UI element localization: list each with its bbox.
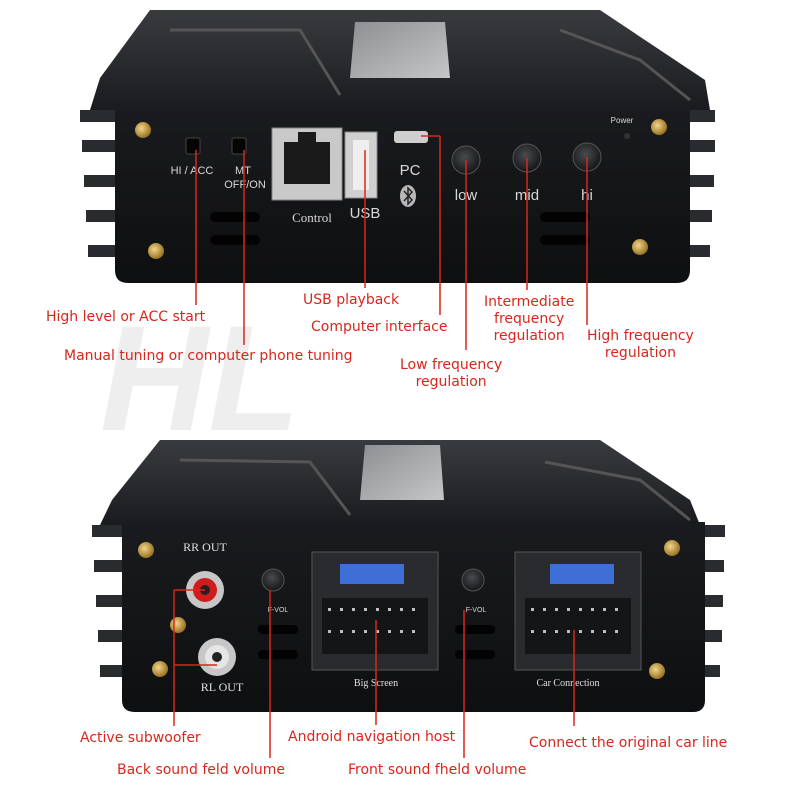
top-amplifier-unit: HI / ACC MT OFF/ON Control USB PC low mi… [80, 10, 715, 283]
active-subwoofer-label: Active subwoofer [80, 730, 201, 746]
computer-interface-label: Computer interface [311, 319, 448, 335]
vent-slot [540, 235, 590, 245]
right-heatsink-fins [700, 525, 725, 677]
back-fvol-label: F-VOL [268, 607, 289, 614]
watermark-logo: HL [100, 294, 300, 462]
vent-slot [258, 650, 298, 659]
back-fvol-knob[interactable] [261, 568, 285, 592]
high-freq-label: High frequency regulation [587, 328, 694, 361]
back-sound-label: Back sound feld volume [117, 762, 286, 778]
low-freq-label: Low frequency regulation [400, 357, 503, 390]
fuse [550, 564, 614, 584]
vent-slot [540, 212, 590, 222]
intermediate-freq-label: Intermediate frequency regulation [484, 294, 575, 344]
front-sound-label: Front sound fheld volume [348, 762, 527, 778]
screw [148, 243, 164, 259]
power-led [624, 133, 630, 139]
left-heatsink-fins [80, 110, 120, 257]
right-heatsink-fins [690, 110, 715, 257]
mt-label: MT [235, 165, 251, 177]
rl-out-label: RL OUT [201, 680, 244, 694]
vent-slot [258, 625, 298, 634]
pc-port[interactable] [394, 131, 428, 143]
vent-slot [210, 235, 260, 245]
screw [651, 119, 667, 135]
original-car-line-label: Connect the original car line [529, 735, 728, 751]
connector-pins [328, 608, 618, 633]
power-label: Power [611, 116, 634, 125]
screw [135, 122, 151, 138]
android-host-label: Android navigation host [288, 729, 456, 745]
screw [138, 542, 154, 558]
left-heatsink-fins [92, 525, 122, 677]
front-fvol-knob[interactable] [461, 568, 485, 592]
rr-out-label: RR OUT [183, 540, 227, 554]
screw [170, 617, 186, 633]
screw [152, 661, 168, 677]
fuse [340, 564, 404, 584]
vent-slot [210, 212, 260, 222]
top-label-plate [350, 22, 450, 78]
hi-acc-label: HI / ACC [171, 165, 214, 177]
front-fvol-label: F-VOL [466, 607, 487, 614]
bottom-callout-lines [173, 589, 575, 758]
vent-slot [455, 625, 495, 634]
screw [632, 239, 648, 255]
hi-acc-switch[interactable] [185, 137, 201, 155]
mt-off-on-label: OFF/ON [224, 179, 266, 191]
vent-slot [455, 650, 495, 659]
bottom-label-plate [360, 445, 444, 500]
usb-playback-label: USB playback [303, 292, 400, 308]
screw [649, 663, 665, 679]
pc-label: PC [400, 162, 421, 179]
bottom-amplifier-unit: RR OUT RL OUT F-VOL F-VOL Big Screen Car… [92, 440, 725, 712]
high-level-acc-label: High level or ACC start [46, 309, 206, 325]
control-label: Control [292, 210, 332, 225]
car-connection-label: Car Connection [536, 678, 599, 689]
mt-switch[interactable] [231, 137, 247, 155]
manual-tuning-label: Manual tuning or computer phone tuning [64, 348, 353, 364]
top-callout-lines [195, 135, 588, 350]
screw [664, 540, 680, 556]
